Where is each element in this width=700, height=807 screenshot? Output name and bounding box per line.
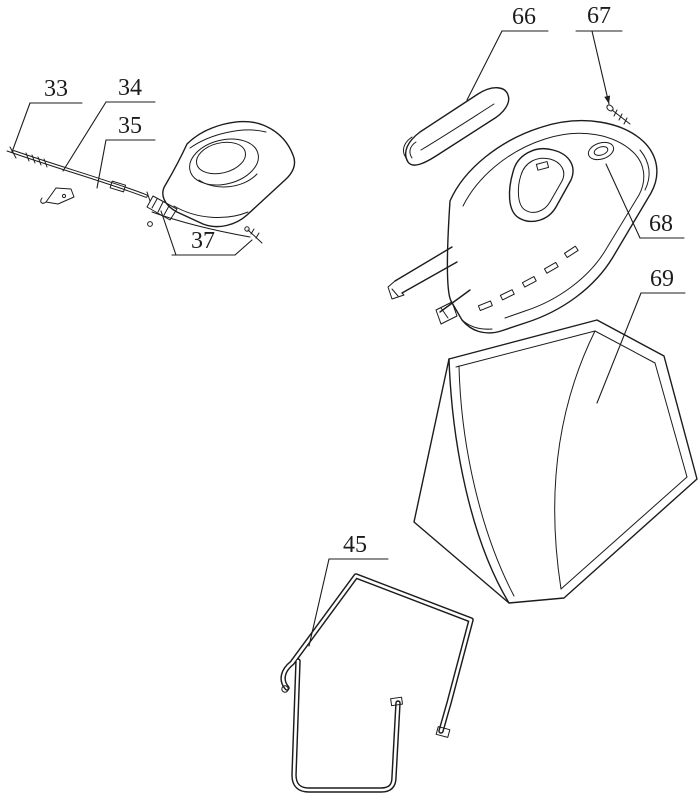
housing-screw-right-head (244, 226, 250, 232)
bag-bottom-inner-edge (560, 476, 688, 590)
screw-thread-ticks (613, 109, 628, 125)
housing-recess-outer (189, 138, 259, 186)
part-number-67: 67 (587, 3, 611, 29)
housing-top-crease (189, 129, 267, 149)
housing-screw-right (247, 228, 263, 244)
part-number-68: 68 (649, 211, 673, 237)
callouts: 33 34 35 37 45 66 (11, 3, 686, 647)
part-number-33: 33 (44, 76, 68, 102)
deck-bottom-contour (461, 319, 493, 330)
housing-recess-inner (195, 141, 247, 175)
deck-front-foot-left (387, 280, 405, 300)
housing-screw-left (147, 221, 153, 227)
frame-clip-mid (390, 696, 403, 707)
housing-flange (146, 195, 178, 221)
callout-35: 35 (96, 113, 156, 189)
callout-37: 37 (160, 210, 253, 256)
part-control-cable (6, 146, 151, 205)
part-deck-housing (387, 120, 658, 334)
deck-front-leg-upper (394, 246, 458, 294)
leader-arrow-67 (604, 95, 611, 104)
leader-line-66 (466, 30, 503, 101)
part-handle-grip (403, 87, 510, 166)
callout-33: 33 (11, 76, 83, 153)
part-number-34: 34 (118, 75, 142, 101)
leader-line-37-left (160, 210, 177, 256)
callout-68: 68 (605, 163, 685, 239)
deck-slot (521, 276, 537, 288)
deck-round-boss-inner (593, 146, 609, 156)
part-housing-cover (146, 121, 296, 244)
bag-back-seam (554, 330, 596, 590)
callout-66: 66 (466, 4, 549, 101)
leader-line-67 (591, 30, 610, 105)
deck-inner-rim (462, 132, 645, 319)
leader-line-45 (308, 558, 330, 647)
callout-34: 34 (62, 75, 156, 172)
frame-left-rail-inner (292, 659, 400, 792)
frame-end-hook (281, 685, 289, 693)
deck-slot (499, 289, 515, 301)
deck-handle-cutout-inner (517, 157, 565, 213)
leader-line-69 (596, 292, 642, 404)
deck-handle-cutout-outer (508, 148, 574, 222)
part-screw (606, 104, 631, 125)
bag-right-inner-edge (654, 362, 688, 478)
leader-line-37-right (234, 239, 253, 256)
bag-opening-offset (458, 365, 515, 597)
callout-67: 67 (575, 3, 623, 105)
cable-inner (13, 151, 147, 197)
deck-front-leg-lower (439, 289, 471, 313)
part-number-66: 66 (512, 4, 536, 30)
part-number-37: 37 (191, 228, 215, 254)
housing-outline (162, 121, 296, 228)
callout-45: 45 (308, 532, 389, 647)
deck-outer-rim (446, 120, 658, 334)
leader-line-34 (62, 101, 107, 172)
part-bag-wire-frame (280, 573, 474, 793)
grip-end-cap (403, 136, 417, 163)
bag-outline (413, 319, 698, 604)
grip-inner-line (420, 103, 495, 151)
leader-line-33 (11, 102, 31, 153)
frame-clip-right (435, 726, 451, 738)
deck-slot (563, 245, 579, 258)
part-grass-bag (413, 319, 698, 604)
leader-line-35 (96, 139, 107, 189)
deck-round-boss-outer (587, 141, 615, 161)
cable-lever (40, 187, 75, 205)
deck-slot (477, 300, 493, 311)
part-number-45: 45 (343, 532, 367, 558)
housing-flange-hatch (151, 198, 170, 216)
part-number-35: 35 (118, 113, 142, 139)
cable-end-fitting-right (146, 191, 151, 202)
grip-outline (404, 87, 510, 166)
housing-recess-arc (198, 173, 258, 188)
part-number-69: 69 (650, 266, 674, 292)
deck-right-accent (639, 149, 650, 191)
leader-line-68 (605, 163, 641, 239)
callout-69: 69 (596, 266, 686, 404)
frame-top-rail-outer (280, 573, 474, 734)
deck-front-foot-right (435, 301, 458, 325)
cable-lever-pivot (61, 193, 67, 199)
cable-mid-fitting (109, 180, 127, 193)
frame-left-rail-outer (291, 658, 401, 793)
housing-bottom-crease (173, 205, 249, 218)
bag-opening-curve (448, 358, 510, 604)
deck-slot (543, 261, 559, 274)
deck-top-tab (535, 161, 550, 171)
deck-skirt-slots (477, 245, 579, 311)
frame-top-rail-inner (281, 574, 473, 733)
cable-thread-ticks (25, 152, 48, 168)
cable-end-fitting-left (6, 146, 17, 159)
